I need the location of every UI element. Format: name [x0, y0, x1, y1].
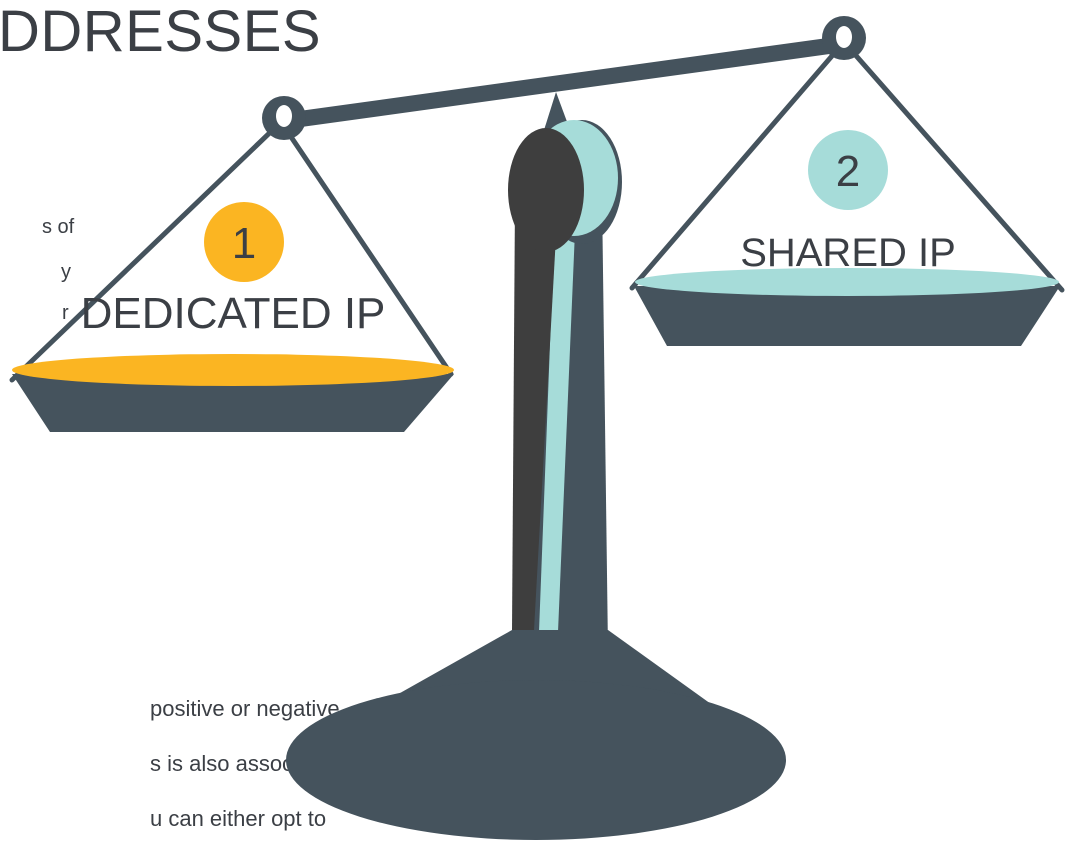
left-beam-ring-hole [276, 105, 292, 127]
left-pan-chain-left [9, 119, 284, 383]
left-text-fragment-2: y [61, 261, 71, 283]
bottom-text-fragment-1: positive or negative, [150, 696, 346, 721]
scale-beam [292, 36, 844, 128]
scale-base-foot [286, 680, 786, 840]
pivot-knob-front [508, 128, 584, 252]
scale-post-shadow [512, 200, 558, 630]
bottom-text-fragment-3: u can either opt to [150, 806, 327, 831]
right-pan-number-badge [808, 130, 888, 210]
right-pan-number: 2 [836, 147, 860, 196]
left-pan-bowl [12, 374, 454, 432]
left-pan-label: DEDICATED IP [81, 289, 386, 338]
right-pan-surface [635, 268, 1059, 296]
left-pan-surface [12, 354, 454, 386]
right-pan-chain-left [629, 39, 847, 291]
right-beam-ring-hole [836, 26, 852, 48]
left-pan-chain-right [278, 119, 454, 377]
left-pan-number: 1 [232, 219, 256, 268]
right-pan-label: SHARED IP [740, 231, 956, 275]
right-pan-bowl [634, 286, 1060, 346]
left-text-fragment-3: r [62, 302, 69, 324]
slide-title-fragment: DDRESSES [0, 0, 322, 64]
left-pan-number-badge [204, 202, 284, 282]
right-pan-chain-right [841, 39, 1065, 293]
left-text-fragment-1: s of [42, 216, 75, 238]
scale-post-highlight [539, 160, 578, 632]
